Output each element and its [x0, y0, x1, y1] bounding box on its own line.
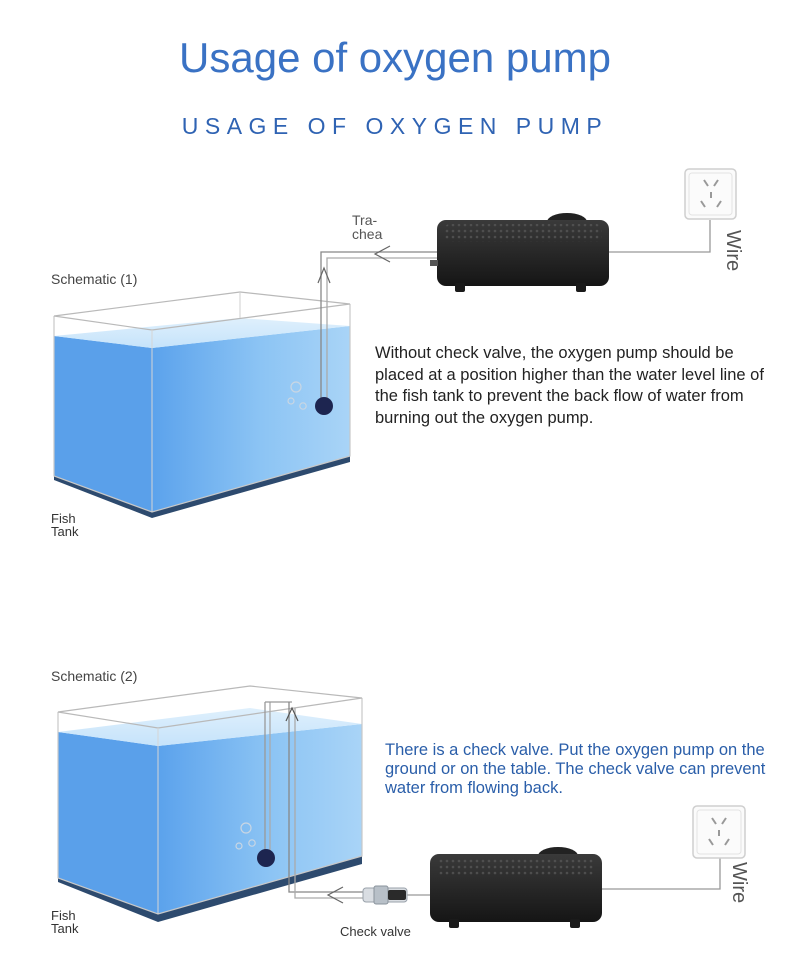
- wire-label-2: Wire: [728, 862, 750, 904]
- check-valve-icon: [362, 885, 408, 905]
- check-valve-label: Check valve: [340, 924, 411, 939]
- page-title: Usage of oxygen pump: [179, 34, 611, 81]
- trachea-label: Tra- chea: [352, 213, 382, 241]
- oxygen-pump-1: [430, 213, 609, 292]
- socket-icon-2: [692, 805, 746, 859]
- tank-label-1-line2: Tank: [51, 524, 79, 539]
- tank-label-2-line1: Fish: [51, 908, 76, 923]
- power-wire-2: [602, 858, 721, 890]
- trachea-label-line1: Tra-: [352, 212, 378, 228]
- schematic-2-description: There is a check valve. Put the oxygen p…: [385, 741, 766, 797]
- oxygen-pump-2: [430, 847, 602, 928]
- trachea-label-line2: chea: [352, 226, 383, 242]
- schematic-1-description: Without check valve, the oxygen pump sho…: [375, 344, 764, 427]
- schematic-2-label: Schematic (2): [51, 668, 138, 684]
- schematic-1-label: Schematic (1): [51, 271, 138, 287]
- power-wire-1: [609, 220, 711, 253]
- fish-tank-2: [57, 685, 363, 922]
- tank-label-1: Fish Tank: [51, 512, 78, 538]
- tank-label-2-line2: Tank: [51, 921, 79, 936]
- trachea-tube-2: [264, 701, 432, 904]
- wire-label-1: Wire: [722, 230, 744, 272]
- trachea-tube-1: [317, 245, 437, 398]
- fish-tank-1: [53, 291, 351, 518]
- air-stone-2: [235, 822, 275, 867]
- air-stone-1: [287, 381, 333, 415]
- page-subtitle: USAGE OF OXYGEN PUMP: [181, 113, 609, 139]
- tank-label-2: Fish Tank: [51, 909, 78, 935]
- socket-icon-1: [684, 168, 737, 220]
- tank-label-1-line1: Fish: [51, 511, 76, 526]
